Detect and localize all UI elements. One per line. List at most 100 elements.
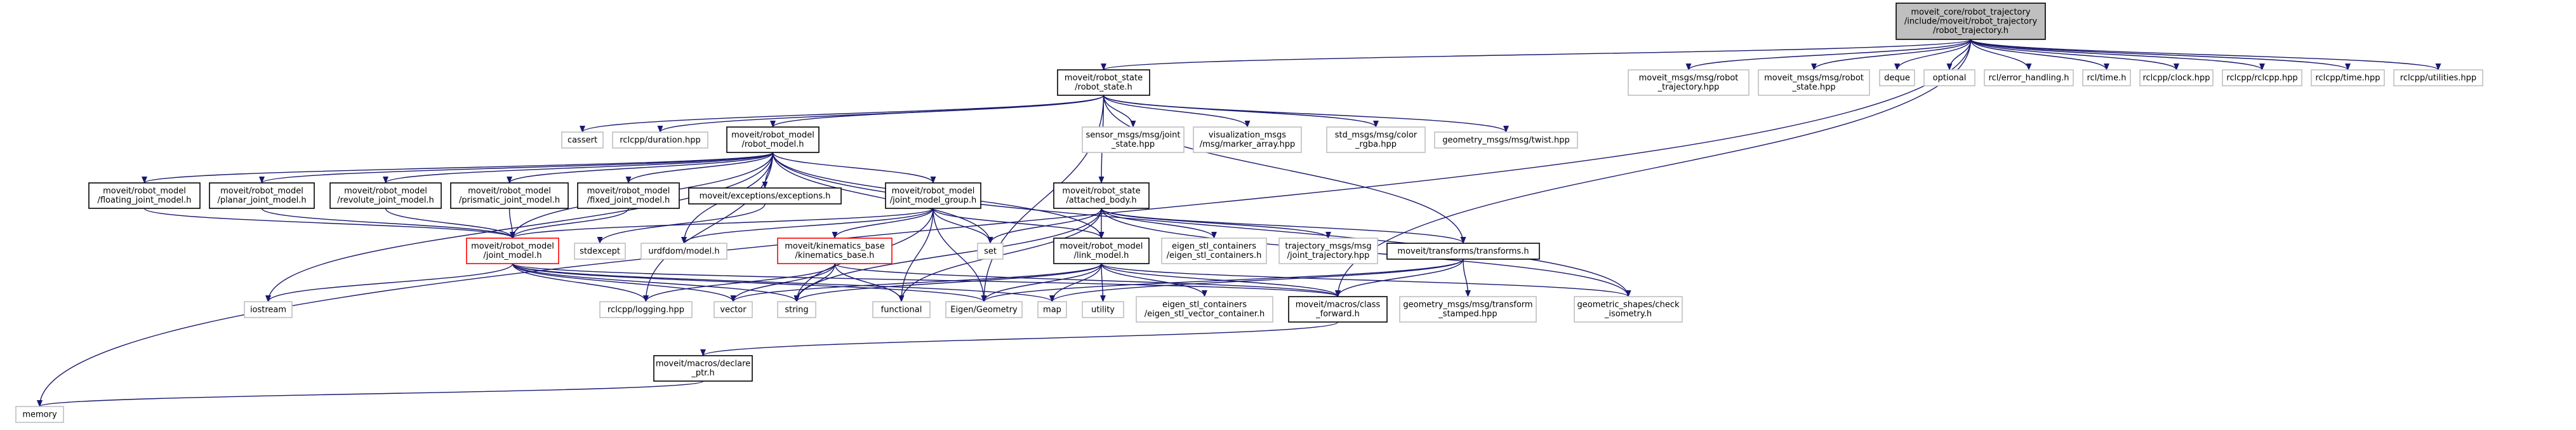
node-util-label: rclcpp/utilities.hpp xyxy=(2400,73,2476,83)
node-cassert: cassert xyxy=(561,131,604,149)
edge-robot-state-to-transforms xyxy=(1103,95,1466,245)
node-planar-label: /planar_joint_model.h xyxy=(217,196,306,205)
node-sensor: sensor_msgs/msg/joint_state.hpp xyxy=(1082,126,1185,153)
node-fixed-label: /fixed_joint_model.h xyxy=(587,196,670,205)
node-vis: visualization_msgs/msg/marker_array.hpp xyxy=(1193,126,1302,153)
node-attached[interactable]: moveit/robot_state/attached_body.h xyxy=(1053,182,1150,209)
node-logging-box xyxy=(599,301,693,318)
node-util-box xyxy=(2393,69,2483,86)
node-duration-box xyxy=(612,131,708,149)
node-functional: functional xyxy=(872,301,931,318)
node-exceptions[interactable]: moveit/exceptions/exceptions.h xyxy=(688,187,842,205)
node-duration: rclcpp/duration.hpp xyxy=(612,131,708,149)
node-iostream-box xyxy=(244,301,293,318)
edge-transforms-to-eigen-geo xyxy=(981,259,1464,303)
node-set-box xyxy=(977,243,1004,260)
node-shapes: geometric_shapes/check_isometry.h xyxy=(1574,296,1683,323)
node-prismatic-label: moveit/robot_model xyxy=(468,187,551,196)
node-shapes-label: geometric_shapes/check xyxy=(1577,300,1679,310)
node-functional-label: functional xyxy=(881,305,922,314)
node-eigen-geo: Eigen/Geometry xyxy=(945,301,1023,318)
node-kin-label: /kinematics_base.h xyxy=(795,251,875,260)
edge-joint-model-to-class-fwd xyxy=(512,263,1341,298)
node-urdf: urdfdom/model.h xyxy=(641,243,727,260)
edge-root-to-rtime xyxy=(1970,39,2351,71)
node-deque: deque xyxy=(1879,69,1915,86)
node-exceptions-box xyxy=(688,187,842,205)
node-eigen-cont: eigen_stl_containers/eigen_stl_container… xyxy=(1161,238,1267,264)
node-planar[interactable]: moveit/robot_model/planar_joint_model.h xyxy=(209,182,315,209)
edge-root-to-rclcpp xyxy=(1970,39,2265,71)
node-prismatic[interactable]: moveit/robot_model/prismatic_joint_model… xyxy=(450,182,569,209)
edge-jmg-to-link-model xyxy=(933,208,1105,239)
node-string: string xyxy=(777,301,816,318)
node-kin[interactable]: moveit/kinematics_base/kinematics_base.h xyxy=(777,238,893,264)
node-rtime: rclcpp/time.hpp xyxy=(2311,69,2385,86)
edge-joint-model-to-eigen-geo xyxy=(512,263,987,303)
node-eigen-cont-label: eigen_stl_containers xyxy=(1172,242,1256,252)
node-vis-box xyxy=(1193,126,1302,153)
edge-link-model-to-utility xyxy=(1100,263,1106,303)
node-attached-label: moveit/robot_state xyxy=(1062,187,1140,196)
node-eigen-geo-box xyxy=(945,301,1023,318)
node-memory-label: memory xyxy=(22,410,57,419)
node-logging: rclcpp/logging.hpp xyxy=(599,301,693,318)
edge-root-to-err xyxy=(1970,39,2032,71)
node-kin-label: moveit/kinematics_base xyxy=(785,242,885,252)
node-rtime-label: rclcpp/time.hpp xyxy=(2315,73,2380,83)
node-memory: memory xyxy=(15,406,64,423)
node-eigen-vec-label: eigen_stl_containers xyxy=(1162,300,1247,310)
node-stdexcept-label: stdexcept xyxy=(580,246,620,256)
node-robot-model-label: moveit/robot_model xyxy=(731,131,814,140)
node-iostream-label: iostream xyxy=(250,305,286,314)
node-fixed[interactable]: moveit/robot_model/fixed_joint_model.h xyxy=(577,182,680,209)
node-floating[interactable]: moveit/robot_model/floating_joint_model.… xyxy=(88,182,201,209)
edge-robot-state-to-color xyxy=(1103,95,1379,128)
edge-link-model-to-class-fwd xyxy=(1101,263,1341,298)
edge-attached-to-string xyxy=(793,208,1102,303)
node-jmg[interactable]: moveit/robot_model/joint_model_group.h xyxy=(885,182,981,209)
node-transforms[interactable]: moveit/transforms/transforms.h xyxy=(1386,243,1540,260)
node-transforms-box xyxy=(1386,243,1540,260)
node-revolute[interactable]: moveit/robot_model/revolute_joint_model.… xyxy=(329,182,442,209)
node-revolute-label: /revolute_joint_model.h xyxy=(337,196,434,205)
edge-robot-state-to-cassert xyxy=(580,95,1105,133)
node-string-label: string xyxy=(785,305,808,314)
edge-robot-state-to-robot-model xyxy=(770,95,1105,128)
node-vector-box xyxy=(714,301,753,318)
node-time-h: rcl/time.h xyxy=(2082,69,2131,86)
node-class-fwd-box xyxy=(1288,296,1388,323)
node-robot-state-label: moveit/robot_state xyxy=(1065,74,1143,83)
node-vis-label: visualization_msgs xyxy=(1209,131,1286,140)
node-link-model[interactable]: moveit/robot_model/link_model.h xyxy=(1053,238,1150,264)
node-robot-model[interactable]: moveit/robot_model/robot_model.h xyxy=(726,126,820,153)
node-prismatic-label: /prismatic_joint_model.h xyxy=(459,196,560,205)
node-class-fwd[interactable]: moveit/macros/class_forward.h xyxy=(1288,296,1388,323)
node-stdexcept-box xyxy=(574,243,626,260)
node-vector-label: vector xyxy=(720,305,747,314)
node-robot-state[interactable]: moveit/robot_state/robot_state.h xyxy=(1057,69,1150,96)
edge-fixed-to-joint-model xyxy=(510,208,629,239)
node-revolute-label: moveit/robot_model xyxy=(344,187,427,196)
node-link-model-label: /link_model.h xyxy=(1074,251,1129,260)
node-string-box xyxy=(777,301,816,318)
node-declare-ptr[interactable]: moveit/macros/declare_ptr.h xyxy=(653,355,753,382)
edge-transforms-to-tf-stamped xyxy=(1463,259,1471,298)
node-deque-box xyxy=(1879,69,1915,86)
edge-declare-ptr-to-memory xyxy=(37,380,704,408)
node-traj-msg-box xyxy=(1278,238,1378,264)
edge-link-model-to-vector xyxy=(730,263,1102,303)
node-utility-label: utility xyxy=(1091,305,1115,314)
node-joint-model[interactable]: moveit/robot_model/joint_model.h xyxy=(466,238,559,264)
node-robot-model-label: /robot_model.h xyxy=(741,140,804,149)
node-floating-label: /floating_joint_model.h xyxy=(97,196,191,205)
node-floating-label: moveit/robot_model xyxy=(103,187,186,196)
node-root[interactable]: moveit_core/robot_trajectory/include/mov… xyxy=(1895,3,2046,40)
node-eigen-cont-label: /eigen_stl_containers.h xyxy=(1167,251,1262,260)
node-revolute-box xyxy=(329,182,442,209)
edge-exceptions-to-stdexcept xyxy=(597,203,766,245)
node-rt-msg-box xyxy=(1628,69,1749,96)
node-twist-label: geometry_msgs/msg/twist.hpp xyxy=(1442,135,1570,145)
node-class-fwd-label: moveit/macros/class xyxy=(1296,300,1381,310)
edge-joint-model-to-logging xyxy=(512,263,649,303)
